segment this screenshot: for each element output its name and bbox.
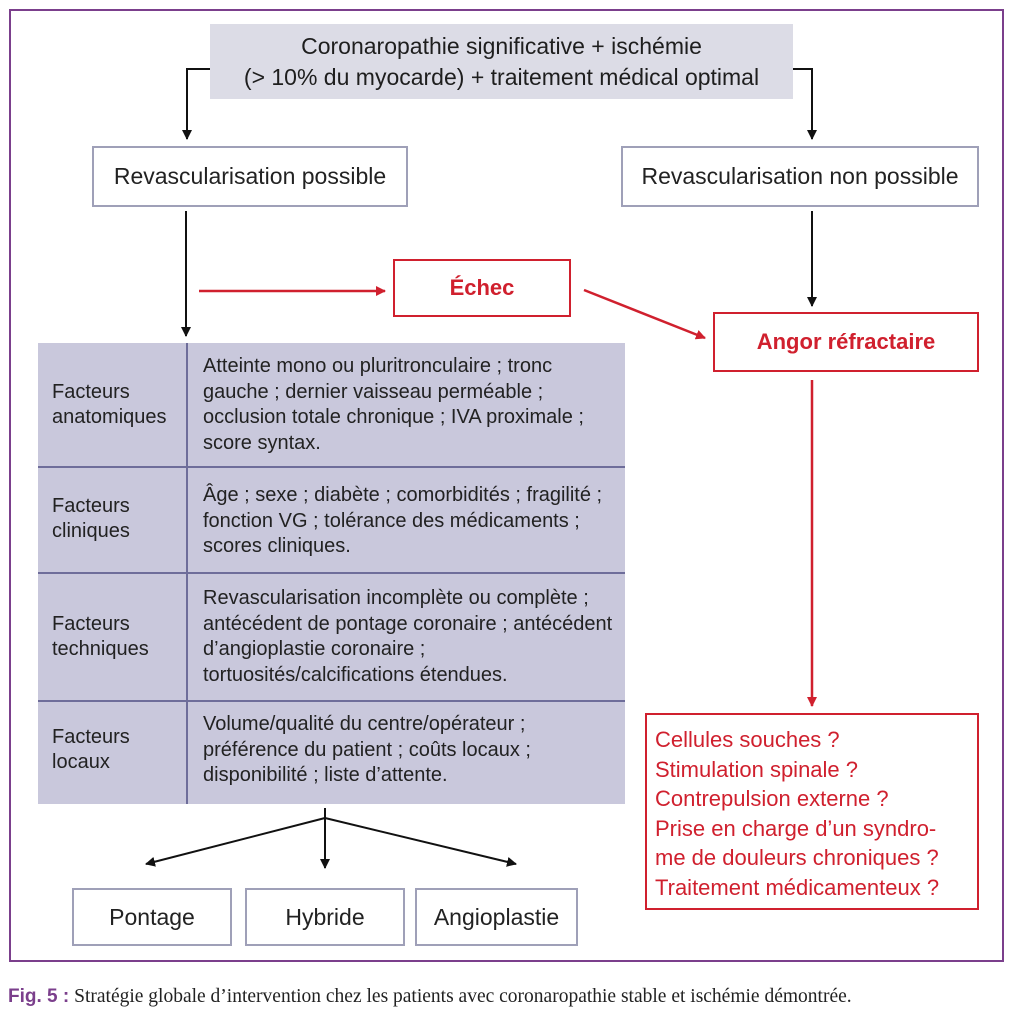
option-item: Prise en charge d’un syndro- <box>655 815 937 841</box>
option-item: Stimulation spinale ? <box>655 756 859 782</box>
factor-label: Facteurs anatomiques <box>52 381 167 428</box>
factor-text: Revascularisation incomplète ou complète… <box>203 587 613 686</box>
arrow-to-angioplastie <box>324 817 517 867</box>
caption-label: Fig. 5 : <box>8 986 70 1007</box>
factor-row-cliniques: Facteurs cliniques Âge ; sexe ; diabète … <box>38 467 625 573</box>
top-condition-box: Coronaropathie significative + ischémie … <box>210 24 793 99</box>
option-item: me de douleurs chroniques ? <box>655 845 939 870</box>
table-row-divider <box>38 466 625 468</box>
table-row-divider <box>38 572 625 574</box>
figure-frame <box>9 9 1004 962</box>
factor-label: Facteurs cliniques <box>52 495 130 542</box>
option-item: Contrepulsion externe ? <box>655 786 889 811</box>
arrow-echec-to-angor <box>583 288 706 340</box>
factor-row-anatomiques: Facteurs anatomiques Atteinte mono ou pl… <box>38 343 625 467</box>
arrow-to-pontage <box>145 817 326 867</box>
arrow-to-rev-non-possible <box>793 68 817 140</box>
outcome-angioplastie-box: Angioplastie <box>415 888 578 946</box>
outcome-hybride-box: Hybride <box>245 888 405 946</box>
outcome-pontage-box: Pontage <box>72 888 232 946</box>
factor-text: Volume/qualité du centre/opérateur ; pré… <box>203 713 531 786</box>
echec-box: Échec <box>393 259 571 317</box>
option-item: Traitement médicamenteux ? <box>655 874 940 900</box>
revascularisation-possible-box: Revascularisation possible <box>92 146 408 207</box>
factor-row-locaux: Facteurs locaux Volume/qualité du centre… <box>38 701 625 804</box>
angor-refractaire-box: Angor réfractaire <box>713 312 979 372</box>
factor-text: Âge ; sexe ; diabète ; comorbidités ; fr… <box>203 484 603 557</box>
top-condition-line2: (> 10% du myocarde) + traitement médical… <box>243 63 760 90</box>
arrow-to-rev-possible <box>182 68 210 140</box>
top-condition-line1: Coronaropathie significative + ischémie <box>301 32 702 59</box>
factor-label: Facteurs locaux <box>52 726 130 773</box>
table-row-divider <box>38 700 625 702</box>
revascularisation-non-possible-box: Revascularisation non possible <box>621 146 979 207</box>
caption-text: Stratégie globale d’intervention chez le… <box>74 986 852 1007</box>
option-item: Cellules souches ? <box>655 727 840 752</box>
factor-text: Atteinte mono ou pluritronculaire ; tron… <box>203 355 584 454</box>
figure-caption: Fig. 5 : Stratégie globale d’interventio… <box>8 986 1013 1008</box>
refractory-options-box: Cellules souches ? Stimulation spinale ?… <box>645 713 979 910</box>
factor-row-techniques: Facteurs techniques Revascularisation in… <box>38 573 625 701</box>
factor-label: Facteurs techniques <box>52 613 149 660</box>
